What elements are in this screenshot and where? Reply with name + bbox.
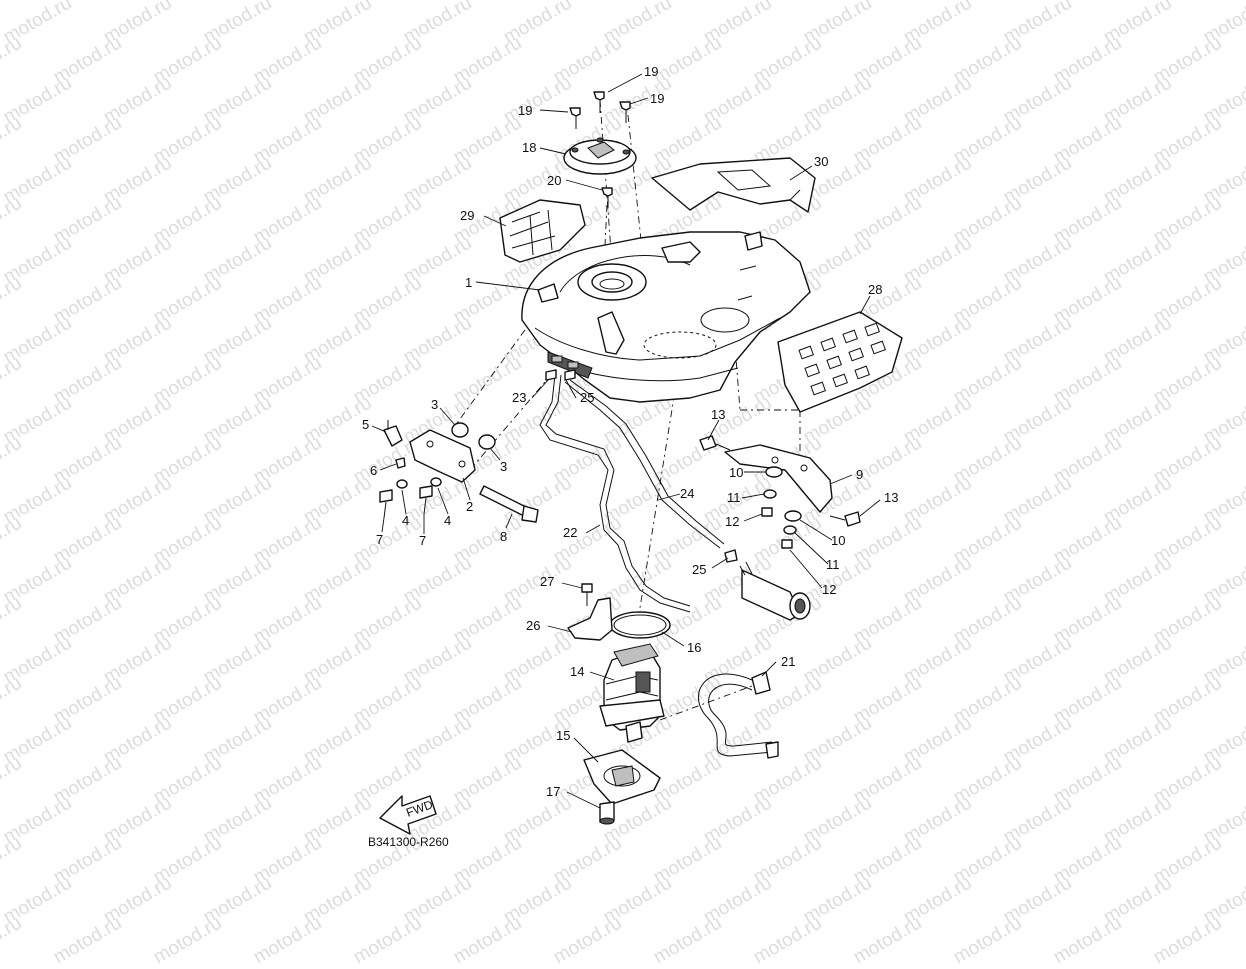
fwd-arrow-icon: FWD [379,795,437,835]
callout-18: 18 [522,140,536,155]
breather-hoses-part [539,369,738,613]
callout-19-top: 19 [644,64,658,79]
callout-5: 5 [362,417,369,432]
callout-16: 16 [687,640,701,655]
right-side-cover-part [777,311,903,413]
callout-3-upper: 3 [431,397,438,412]
fuel-pump-part [599,643,665,743]
callout-26: 26 [526,618,540,633]
left-bracket-assembly-part [379,420,539,523]
callout-12-upper: 12 [725,514,739,529]
filler-cap-part [563,137,637,175]
callout-28: 28 [868,282,882,297]
callout-6: 6 [370,463,377,478]
callout-15: 15 [556,728,570,743]
top-cover-part [651,157,816,213]
fuel-filter-part [739,561,811,621]
callout-7-left: 7 [376,532,383,547]
right-bracket-assembly-part [699,435,861,549]
cap-bolts-part [569,91,631,208]
leader-lines [371,73,881,809]
pump-bracket-part [567,583,613,641]
callout-13-upper: 13 [711,407,725,422]
callout-10-lower: 10 [831,533,845,548]
callout-25-lower: 25 [692,562,706,577]
callout-30: 30 [814,154,828,169]
plate-bolt-part [599,801,615,825]
callout-7-right: 7 [419,533,426,548]
callout-2: 2 [466,499,473,514]
callout-27: 27 [540,574,554,589]
callout-11-lower: 11 [826,557,840,572]
fuel-tank-exploded-diagram: FWD [362,64,903,849]
callout-17: 17 [546,784,560,799]
callout-numbers: 1 2 3 3 4 4 5 6 7 7 8 9 10 10 11 11 12 1… [362,64,898,799]
left-side-cover-part [499,199,586,263]
pump-gasket-part [609,611,671,639]
callout-8: 8 [500,529,507,544]
callout-22: 22 [563,525,577,540]
diagram-code: B341300-R260 [368,835,449,849]
callout-1: 1 [465,275,472,290]
callout-4-left: 4 [402,513,409,528]
callout-21: 21 [781,654,795,669]
callout-23: 23 [512,390,526,405]
callout-25-upper: 25 [580,390,594,405]
callout-19-right: 19 [650,91,664,106]
callout-20: 20 [547,173,561,188]
callout-10-upper: 10 [729,465,743,480]
callout-13-lower: 13 [884,490,898,505]
callout-9: 9 [856,467,863,482]
callout-3-lower: 3 [500,459,507,474]
callout-29: 29 [460,208,474,223]
pump-plate-part [583,749,661,805]
fuel-tank-part [521,231,811,403]
callout-4-right: 4 [444,513,451,528]
callout-11-upper: 11 [727,490,741,505]
callout-12-lower: 12 [822,582,836,597]
callout-14: 14 [570,664,584,679]
fuel-hose-part [698,671,779,759]
callout-19-left: 19 [518,103,532,118]
callout-24: 24 [680,486,694,501]
